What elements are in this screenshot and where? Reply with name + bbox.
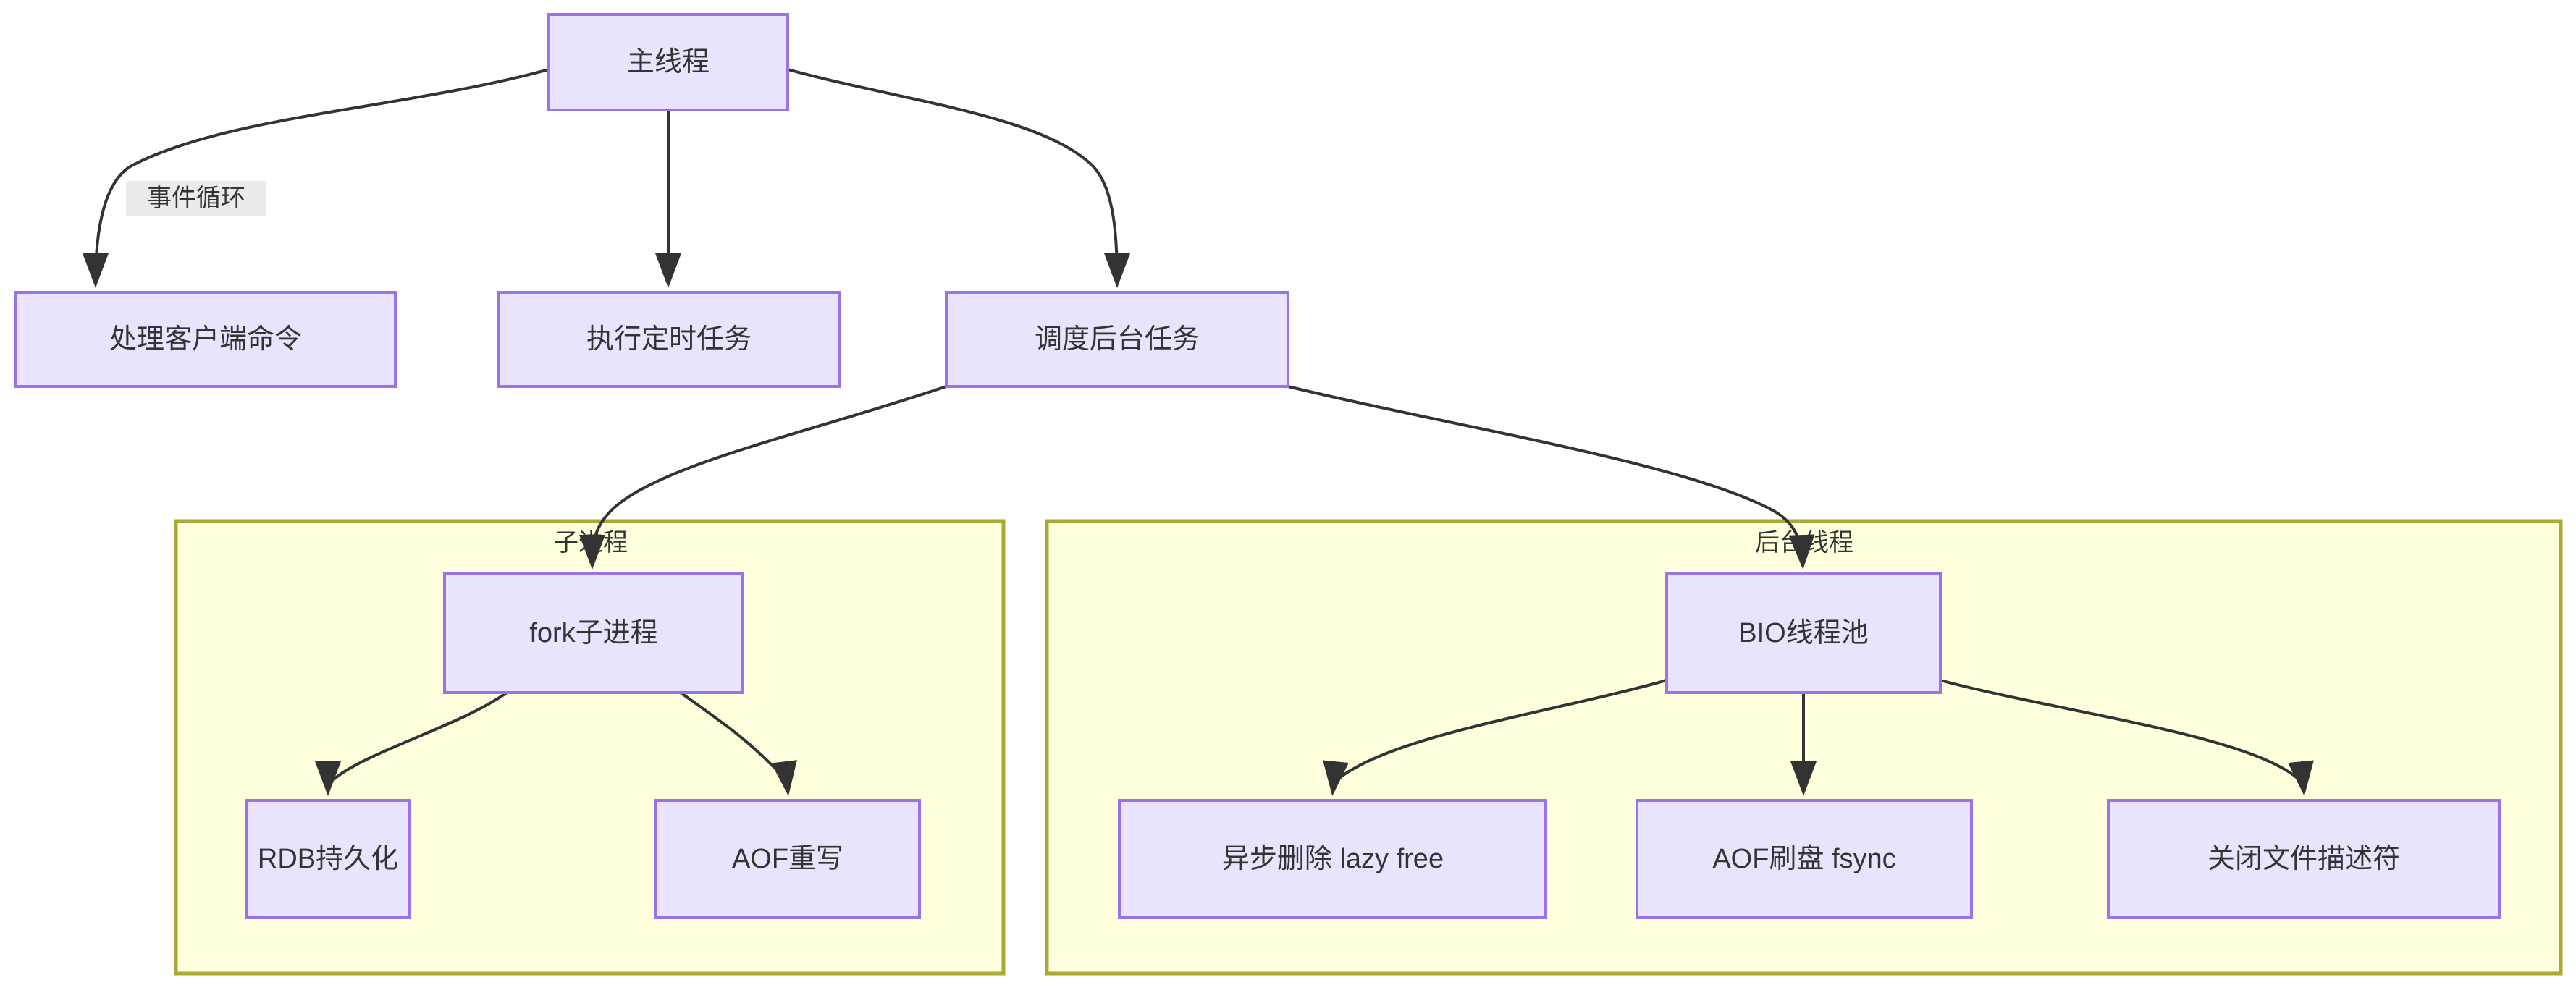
node-label: 调度后台任务 bbox=[1035, 324, 1200, 355]
node-label: 执行定时任务 bbox=[586, 324, 752, 355]
node-main-thread[interactable]: 主线程 bbox=[547, 13, 789, 111]
node-rect[interactable] bbox=[1636, 799, 1973, 919]
node-rect[interactable] bbox=[2107, 799, 2501, 919]
edge-main-to-bgtask bbox=[787, 68, 1130, 288]
edge-label-background bbox=[126, 181, 266, 216]
node-fork-child-process[interactable]: fork子进程 bbox=[443, 572, 744, 694]
node-rect[interactable] bbox=[1118, 799, 1547, 919]
edges-layer bbox=[83, 68, 2314, 796]
node-rect[interactable] bbox=[443, 572, 744, 694]
node-rdb-persistence[interactable]: RDB持久化 bbox=[245, 799, 411, 919]
edge-bgtask-to-fork bbox=[579, 385, 947, 570]
node-label: AOF刷盘 fsync bbox=[1712, 844, 1895, 874]
node-handle-client-commands[interactable]: 处理客户端命令 bbox=[14, 291, 397, 388]
node-label: 处理客户端命令 bbox=[109, 324, 302, 355]
edge-bgtask-to-bio bbox=[1287, 385, 1815, 570]
edge-fork-to-aofrewrite bbox=[679, 691, 797, 796]
node-label: 异步删除 lazy free bbox=[1222, 844, 1444, 874]
node-rect[interactable] bbox=[1665, 572, 1942, 694]
node-label: 主线程 bbox=[627, 47, 710, 77]
edge-label-text: 事件循环 bbox=[147, 185, 245, 212]
node-execute-timed-tasks[interactable]: 执行定时任务 bbox=[497, 291, 841, 388]
node-label: BIO线程池 bbox=[1738, 618, 1868, 648]
edge-bio-to-lazyfree bbox=[1323, 679, 1667, 796]
edge-main-to-client bbox=[83, 68, 550, 288]
cluster-label-child-process: 子进程 bbox=[554, 529, 628, 557]
node-rect[interactable] bbox=[497, 291, 841, 388]
node-close-file-descriptor[interactable]: 关闭文件描述符 bbox=[2107, 799, 2501, 919]
node-label: fork子进程 bbox=[529, 618, 657, 648]
node-aof-rewrite[interactable]: AOF重写 bbox=[654, 799, 921, 919]
edge-bio-to-closefd bbox=[1940, 679, 2314, 796]
node-lazy-free[interactable]: 异步删除 lazy free bbox=[1118, 799, 1547, 919]
node-rect[interactable] bbox=[245, 799, 411, 919]
node-schedule-background-tasks[interactable]: 调度后台任务 bbox=[945, 291, 1289, 388]
node-label: RDB持久化 bbox=[258, 844, 398, 874]
cluster-label-background-thread: 后台线程 bbox=[1755, 529, 1853, 557]
node-rect[interactable] bbox=[945, 291, 1289, 388]
node-label: 关闭文件描述符 bbox=[2207, 844, 2400, 874]
node-rect[interactable] bbox=[654, 799, 921, 919]
node-aof-fsync[interactable]: AOF刷盘 fsync bbox=[1636, 799, 1973, 919]
node-bio-thread-pool[interactable]: BIO线程池 bbox=[1665, 572, 1942, 694]
node-label: AOF重写 bbox=[732, 844, 843, 874]
edge-label-event-loop: 事件循环 bbox=[126, 181, 266, 216]
node-rect[interactable] bbox=[14, 291, 397, 388]
edge-fork-to-rdb bbox=[315, 691, 508, 796]
node-rect[interactable] bbox=[547, 13, 789, 111]
